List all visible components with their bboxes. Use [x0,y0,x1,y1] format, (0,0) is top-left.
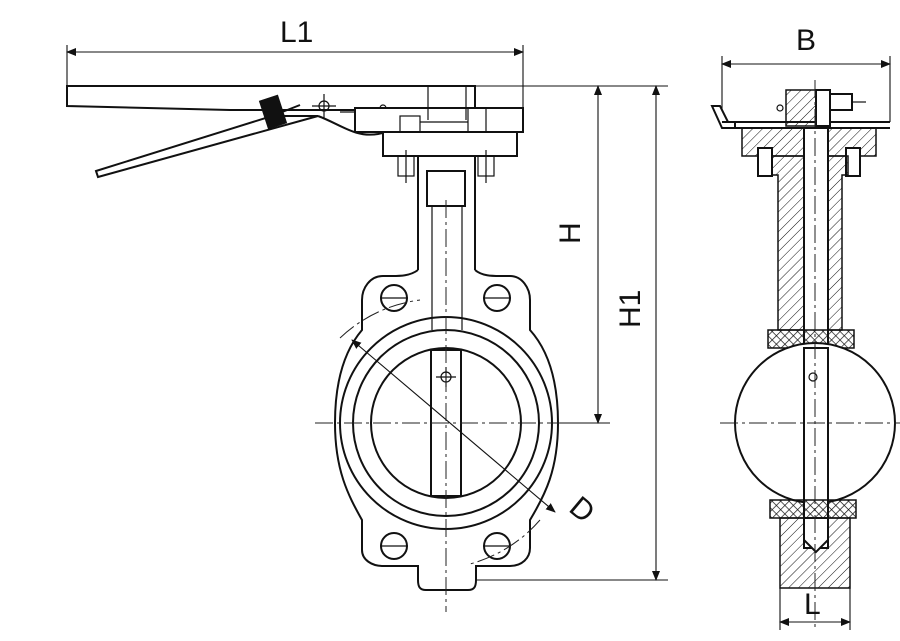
d-dimension-line [351,339,556,513]
dim-label-h1: H1 [614,290,647,328]
l1-dimension: L1 [66,16,524,108]
l-dimension: L [779,588,851,630]
dim-label-b: B [796,24,816,57]
side-view [710,80,900,630]
dim-label-h: H [554,222,587,244]
dim-label-l: L [804,588,821,621]
lever-grip [258,94,288,130]
packing-bottom [769,499,857,519]
h-dimension: H [475,85,610,424]
side-bolt-left [757,147,773,177]
b-dimension: B [721,24,891,122]
dim-label-l1: L1 [280,16,313,49]
front-view: D [66,85,601,612]
dim-label-d: D [563,490,601,529]
h1-dimension: H1 [476,85,668,581]
ratchet-plate [354,107,524,183]
top-nut [785,89,817,127]
